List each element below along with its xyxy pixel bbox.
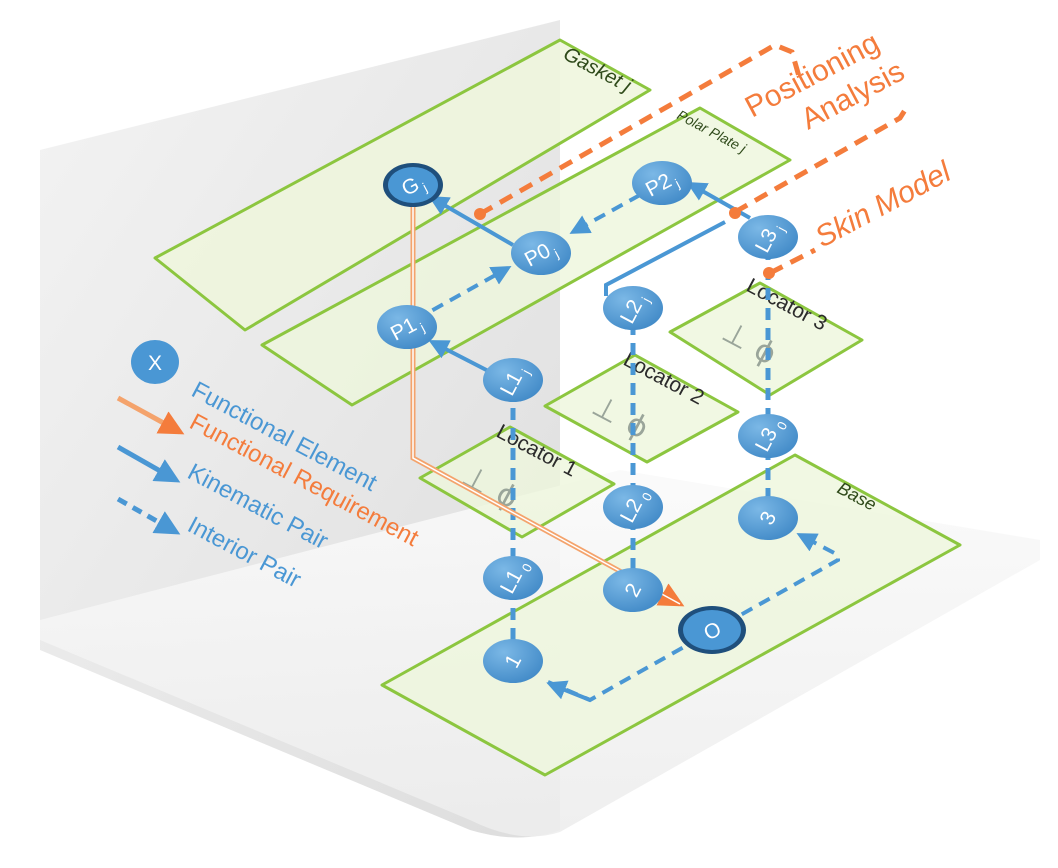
legend-interior-pair-line	[116, 496, 181, 535]
annotation-dot-2	[729, 207, 741, 219]
skin-model-label: Skin Model	[810, 155, 958, 254]
legend-kinematic-pair-line	[116, 444, 181, 483]
node-L1[interactable]: L1 j	[483, 358, 543, 402]
svg-text:j: j	[773, 224, 788, 235]
node-L3[interactable]: L3 j	[738, 215, 798, 259]
svg-text:X: X	[148, 352, 162, 375]
annotation-dot-3	[763, 267, 775, 279]
edge-base-to-n1	[546, 680, 591, 702]
edge-P1-P0	[414, 266, 512, 322]
node-P0[interactable]: P0 j	[511, 231, 571, 275]
node-P2[interactable]: P2 j	[632, 161, 692, 205]
annotation-paths	[478, 42, 908, 276]
node-P1[interactable]: P1 j	[377, 305, 437, 349]
svg-text:j: j	[672, 176, 683, 191]
node-L2[interactable]: L2 j	[603, 286, 663, 330]
node-3[interactable]: 3	[738, 496, 798, 540]
legend-functional-requirement-line	[116, 395, 185, 435]
edge-L2-L3	[604, 220, 726, 296]
svg-text:j: j	[419, 180, 430, 195]
edge-P0-G	[428, 195, 515, 247]
node-L1-0[interactable]: L1 0	[483, 556, 543, 600]
node-1[interactable]: 1	[483, 639, 543, 683]
annotation-dot-1	[474, 208, 486, 220]
svg-text:j: j	[417, 320, 428, 335]
svg-text:j: j	[551, 246, 562, 261]
positioning-analysis-bracket	[478, 42, 803, 217]
node-G[interactable]: G j	[383, 163, 443, 207]
node-L3-0[interactable]: L3 0	[738, 414, 798, 458]
edge-functional-requirement-core	[412, 205, 681, 605]
edges	[410, 182, 840, 703]
svg-text:j: j	[638, 295, 653, 306]
edge-P2-P0	[569, 193, 641, 234]
node-2[interactable]: 2	[603, 568, 663, 612]
node-L2-0[interactable]: L2 0	[603, 485, 663, 529]
nodes: G j P2 j P0 j P1 j L3 j L2 j	[377, 161, 798, 683]
positioning-analysis-bracket-2	[733, 108, 908, 215]
legend-functional-element-marker: X	[131, 340, 179, 384]
svg-text:j: j	[518, 367, 533, 378]
node-O[interactable]: O	[678, 606, 746, 654]
skin-model-leader	[768, 247, 817, 276]
locator2-plate: Locator 2 ⊥ ϕ	[543, 348, 740, 464]
